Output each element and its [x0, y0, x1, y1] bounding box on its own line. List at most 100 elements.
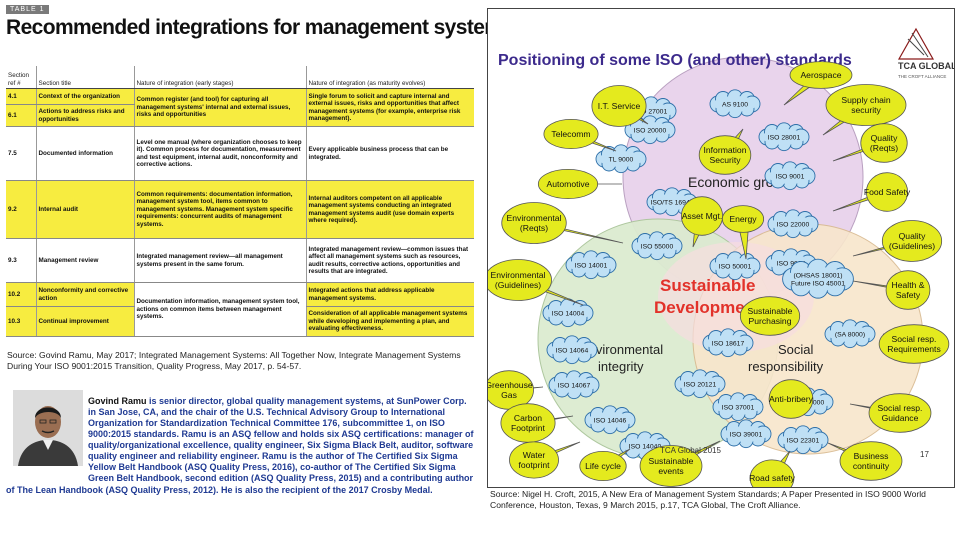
svg-text:Footprint: Footprint	[511, 423, 546, 433]
topic-callout: Anti-bribery	[768, 379, 814, 419]
row-title: Internal audit	[35, 180, 134, 239]
row-mature: Single forum to solicit and capture inte…	[305, 88, 474, 127]
svg-text:ISO 39001: ISO 39001	[730, 431, 763, 438]
svg-text:Quality: Quality	[899, 231, 926, 241]
iso-cloud: (SA 8000)	[824, 319, 876, 349]
svg-text:ISO 14004: ISO 14004	[552, 310, 585, 317]
header-section-title: Section title	[35, 66, 134, 89]
author-bio: Govind Ramu is senior director, global q…	[6, 396, 476, 496]
author-bio-text: is senior director, global quality manag…	[6, 396, 474, 495]
integration-table: Section ref # Section title Nature of in…	[6, 66, 474, 337]
diagram-title: Positioning of some ISO (and other) stan…	[498, 52, 852, 69]
iso-cloud: ISO 14004	[542, 298, 594, 328]
topic-callout: Automotive	[537, 169, 622, 199]
svg-text:(Guidelines): (Guidelines)	[889, 241, 935, 251]
svg-text:Anti-bribery: Anti-bribery	[769, 394, 814, 404]
author-name: Govind Ramu	[88, 396, 147, 406]
iso-cloud: ISO 9001	[764, 161, 816, 191]
topic-callout: Health &Safety	[852, 270, 931, 310]
topic-callout: Life cycle	[579, 448, 631, 481]
social-label-2: responsibility	[748, 359, 824, 374]
table-row: 9.2 Internal audit Common requirements: …	[6, 180, 474, 239]
topic-callout: Social resp.Requirements	[878, 324, 950, 364]
svg-text:Supply chain: Supply chain	[841, 95, 890, 105]
development-label: Development	[654, 298, 761, 317]
svg-text:Sustainable: Sustainable	[748, 306, 793, 316]
svg-text:ISO 14064: ISO 14064	[556, 347, 589, 354]
iso-cloud: ISO 14046	[584, 405, 636, 435]
svg-text:ISO 37001: ISO 37001	[722, 404, 755, 411]
table-header-row: Section ref # Section title Nature of in…	[6, 66, 474, 89]
svg-text:footprint: footprint	[518, 460, 550, 470]
iso-cloud: ISO 28001	[758, 122, 810, 152]
svg-text:events: events	[658, 466, 683, 476]
svg-text:AS 9100: AS 9100	[722, 101, 748, 108]
table-row: 10.2 Nonconformity and corrective action…	[6, 282, 474, 337]
svg-text:Guidance: Guidance	[882, 413, 919, 423]
header-maturity: Nature of integration (as maturity evolv…	[305, 66, 474, 89]
iso-cloud: ISO 14001	[565, 250, 617, 280]
svg-text:ISO 28001: ISO 28001	[768, 134, 801, 141]
iso-cloud: ISO 55000	[631, 231, 683, 261]
svg-text:ISO 9004: ISO 9004	[777, 260, 806, 267]
svg-text:ISO 14067: ISO 14067	[558, 382, 591, 389]
svg-text:Food Safety: Food Safety	[864, 187, 911, 197]
table-row: 7.5 Documented information Level one man…	[6, 126, 474, 181]
table-row: 10.3 Continual improvement Consideration…	[6, 306, 474, 337]
iso-positioning-diagram: Positioning of some ISO (and other) stan…	[487, 8, 955, 488]
iso-cloud: ISO 14067	[548, 370, 600, 400]
topic-callout: Road safety	[749, 450, 796, 487]
svg-text:(SA 8000): (SA 8000)	[835, 331, 865, 338]
iso-cloud: ISO 14064	[546, 335, 598, 365]
svg-text:ISO 22301: ISO 22301	[787, 437, 820, 444]
topic-callout: Energy	[721, 205, 765, 260]
svg-text:Life cycle: Life cycle	[585, 461, 621, 471]
topic-callout: Asset Mgt.	[680, 196, 724, 248]
table-row: 6.1 Actions to address risks and opportu…	[6, 104, 474, 127]
svg-text:Automotive: Automotive	[547, 179, 590, 189]
svg-text:ISO 14001: ISO 14001	[575, 262, 608, 269]
iso-cloud: ISO 50001	[709, 251, 761, 281]
svg-text:ISO 9001: ISO 9001	[776, 173, 805, 180]
right-source-citation: Source: Nigel H. Croft, 2015, A New Era …	[490, 489, 926, 511]
row-mature: Integrated actions that address applicab…	[305, 282, 474, 307]
svg-text:Health &: Health &	[892, 280, 925, 290]
row-early: Common requirements: documentation infor…	[133, 180, 306, 239]
row-ref: 9.3	[6, 238, 36, 283]
svg-text:(Guidelines): (Guidelines)	[495, 280, 541, 290]
row-title: Nonconformity and corrective action	[35, 282, 134, 307]
svg-text:Quality: Quality	[871, 133, 898, 143]
svg-text:Road safety: Road safety	[749, 473, 796, 483]
svg-text:Water: Water	[523, 450, 546, 460]
svg-text:Greenhouse: Greenhouse	[488, 380, 533, 390]
row-mature: Integrated management review—common issu…	[305, 238, 474, 283]
author-photo	[13, 390, 83, 466]
sustainable-label: Sustainable	[660, 276, 755, 295]
row-early: Common register (and tool) for capturing…	[133, 88, 306, 127]
svg-text:(OHSAS 18001): (OHSAS 18001)	[793, 272, 842, 279]
row-early: Integrated management review—all managem…	[133, 238, 306, 283]
topic-callout: Quality(Guidelines)	[852, 220, 943, 262]
svg-text:Aerospace: Aerospace	[800, 70, 841, 80]
svg-text:ISO 14040: ISO 14040	[629, 443, 662, 450]
svg-text:ISO 50001: ISO 50001	[719, 263, 752, 270]
row-early: Level one manual (where organization cho…	[133, 126, 306, 181]
row-title: Actions to address risks and opportuniti…	[35, 104, 134, 127]
svg-text:Environmental: Environmental	[507, 213, 562, 223]
row-title: Context of the organization	[35, 88, 134, 105]
svg-text:TL 9000: TL 9000	[609, 156, 634, 163]
svg-text:ISO 14046: ISO 14046	[594, 417, 627, 424]
svg-text:Asset Mgt.: Asset Mgt.	[682, 211, 723, 221]
row-ref: 6.1	[6, 104, 36, 127]
iso-cloud: ISO 39001	[720, 419, 772, 449]
social-label-1: Social	[778, 342, 814, 357]
svg-text:Safety: Safety	[896, 290, 921, 300]
iso-cloud: TL 9000	[595, 144, 647, 174]
row-ref: 4.1	[6, 88, 36, 105]
iso-cloud: ISO 22301	[777, 425, 829, 455]
iso-cloud: ISO 20121	[674, 369, 726, 399]
topic-callout: Social resp.Guidance	[849, 393, 932, 433]
